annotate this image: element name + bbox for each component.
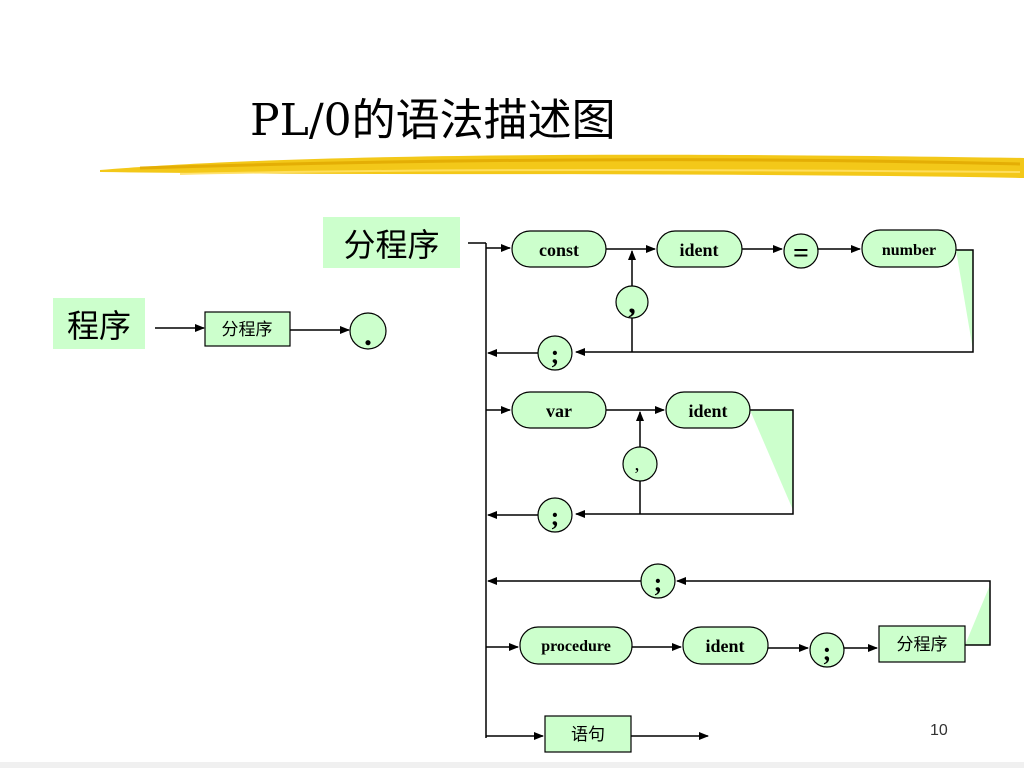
var-comma-node (622, 446, 658, 482)
var-semicolon-text: ; (551, 502, 560, 531)
proc-shadow (965, 585, 990, 645)
statement-box (544, 715, 632, 753)
program-period-text: . (364, 316, 372, 352)
proc-semicolon-node (809, 632, 845, 668)
number-node (861, 229, 957, 268)
const-shadow (956, 250, 973, 350)
program-subprogram-box-text: 分程序 (222, 320, 273, 339)
program-subprogram-box (204, 311, 291, 347)
proc-subprogram-box-text: 分程序 (897, 635, 948, 654)
equals-text: = (793, 238, 809, 269)
proc-semicolon-text: ; (823, 637, 832, 666)
var-ident-text: ident (688, 401, 727, 421)
proc-back-semicolon-text: ; (654, 568, 663, 597)
number-text: number (882, 242, 936, 259)
var-return-line (575, 409, 794, 518)
const-return-line (575, 249, 974, 356)
procedure-text: procedure (541, 638, 611, 655)
var-comma-text: , (635, 453, 640, 475)
bottom-bar (0, 762, 1024, 768)
const-comma-text: , (628, 287, 636, 320)
var-text: var (546, 401, 572, 421)
const-text: const (539, 240, 579, 260)
slide-title: PL/0的语法描述图 (250, 95, 616, 146)
var-shadow (750, 410, 793, 510)
equals-node (783, 233, 819, 269)
program-period-node (349, 312, 387, 350)
proc-ident-node (682, 626, 769, 665)
proc-return-line (676, 577, 991, 646)
proc-ident-text: ident (705, 636, 744, 656)
procedure-node (519, 626, 633, 665)
proc-subprogram-box (878, 625, 966, 663)
subprogram-label: 分程序 (323, 217, 460, 268)
page-number: 10 (930, 722, 948, 739)
const-ident-text: ident (679, 240, 718, 260)
program-label: 程序 (53, 298, 145, 349)
statement-box-text: 语句 (571, 725, 605, 744)
const-semicolon-text: ; (551, 340, 560, 369)
